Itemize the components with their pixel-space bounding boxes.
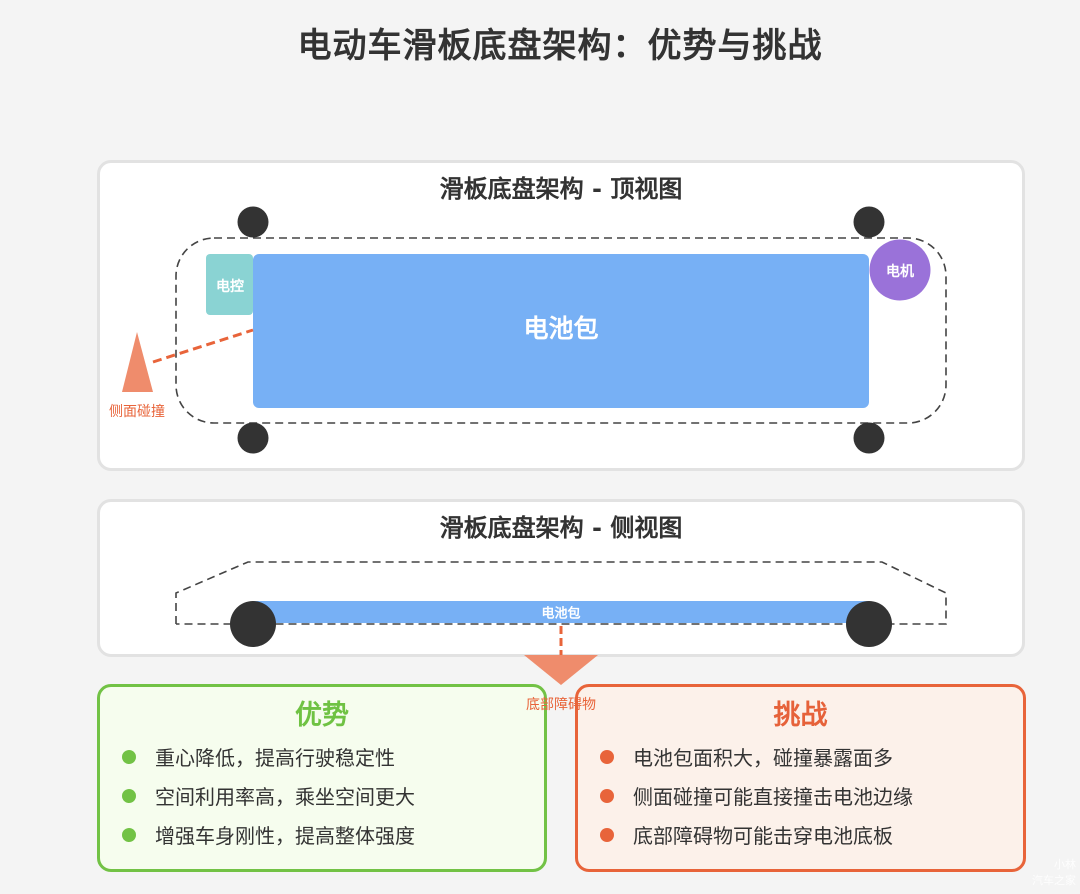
chassis-outline-side xyxy=(175,561,947,625)
list-item: 侧面碰撞可能直接撞击电池边缘 xyxy=(600,776,913,815)
wheel-rear-left xyxy=(237,422,269,454)
wheel-rear-right xyxy=(853,422,885,454)
watermark-line2: 汽车之家 xyxy=(1032,874,1076,887)
wheel-front-right xyxy=(853,206,885,238)
bullet-icon xyxy=(600,827,614,842)
challenge-text: 电池包面积大，碰撞暴露面多 xyxy=(633,746,893,770)
wheel-side-front xyxy=(230,601,276,647)
obstacle-triangle xyxy=(524,655,598,685)
side-impact-line xyxy=(152,328,254,364)
list-item: 重心降低，提高行驶稳定性 xyxy=(122,737,415,776)
list-item: 底部障碍物可能击穿电池底板 xyxy=(600,815,913,854)
motor-label: 电机 xyxy=(886,263,914,280)
advantages-box: 优势 重心降低，提高行驶稳定性 空间利用率高，乘坐空间更大 增强车身刚性，提高整… xyxy=(97,684,547,872)
bullet-icon xyxy=(122,749,136,764)
challenges-box: 挑战 电池包面积大，碰撞暴露面多 侧面碰撞可能直接撞击电池边缘 底部障碍物可能击… xyxy=(575,684,1026,872)
challenge-text: 侧面碰撞可能直接撞击电池边缘 xyxy=(633,785,913,809)
controller-box xyxy=(206,254,253,315)
side-impact-label: 侧面碰撞 xyxy=(109,404,165,420)
wheel-front-left xyxy=(237,206,269,238)
motor-circle xyxy=(869,239,931,301)
side-impact-triangle xyxy=(122,332,153,392)
advantages-title: 优势 xyxy=(295,700,349,731)
list-item: 空间利用率高，乘坐空间更大 xyxy=(122,776,415,815)
challenges-title: 挑战 xyxy=(773,700,828,731)
battery-pack-side-label: 电池包 xyxy=(541,606,580,622)
controller-label: 电控 xyxy=(216,278,244,295)
advantage-text: 重心降低，提高行驶稳定性 xyxy=(155,746,395,770)
chassis-outline-top xyxy=(175,237,947,424)
top-view-title: 滑板底盘架构 - 顶视图 xyxy=(439,175,683,203)
bullet-icon xyxy=(122,788,136,803)
advantage-text: 空间利用率高，乘坐空间更大 xyxy=(155,785,415,809)
bullet-icon xyxy=(600,749,614,764)
wheel-side-rear xyxy=(846,601,892,647)
side-view-title: 滑板底盘架构 - 侧视图 xyxy=(439,514,683,542)
advantage-text: 增强车身刚性，提高整体强度 xyxy=(155,824,415,848)
list-item: 增强车身刚性，提高整体强度 xyxy=(122,815,415,854)
list-item: 电池包面积大，碰撞暴露面多 xyxy=(600,737,913,776)
watermark: 小林 汽车之家 xyxy=(1032,857,1076,889)
battery-pack-side xyxy=(253,601,869,623)
page-title: 电动车滑板底盘架构：优势与挑战 xyxy=(297,26,823,66)
advantages-list: 重心降低，提高行驶稳定性 空间利用率高，乘坐空间更大 增强车身刚性，提高整体强度 xyxy=(122,737,415,854)
challenges-list: 电池包面积大，碰撞暴露面多 侧面碰撞可能直接撞击电池边缘 底部障碍物可能击穿电池… xyxy=(600,737,913,854)
battery-pack-top-label: 电池包 xyxy=(523,314,598,343)
bullet-icon xyxy=(600,788,614,803)
bullet-icon xyxy=(122,827,136,842)
battery-pack-top xyxy=(253,254,869,408)
obstacle-label: 底部障碍物 xyxy=(526,697,596,713)
watermark-line1: 小林 xyxy=(1054,858,1076,871)
challenge-text: 底部障碍物可能击穿电池底板 xyxy=(633,824,893,848)
